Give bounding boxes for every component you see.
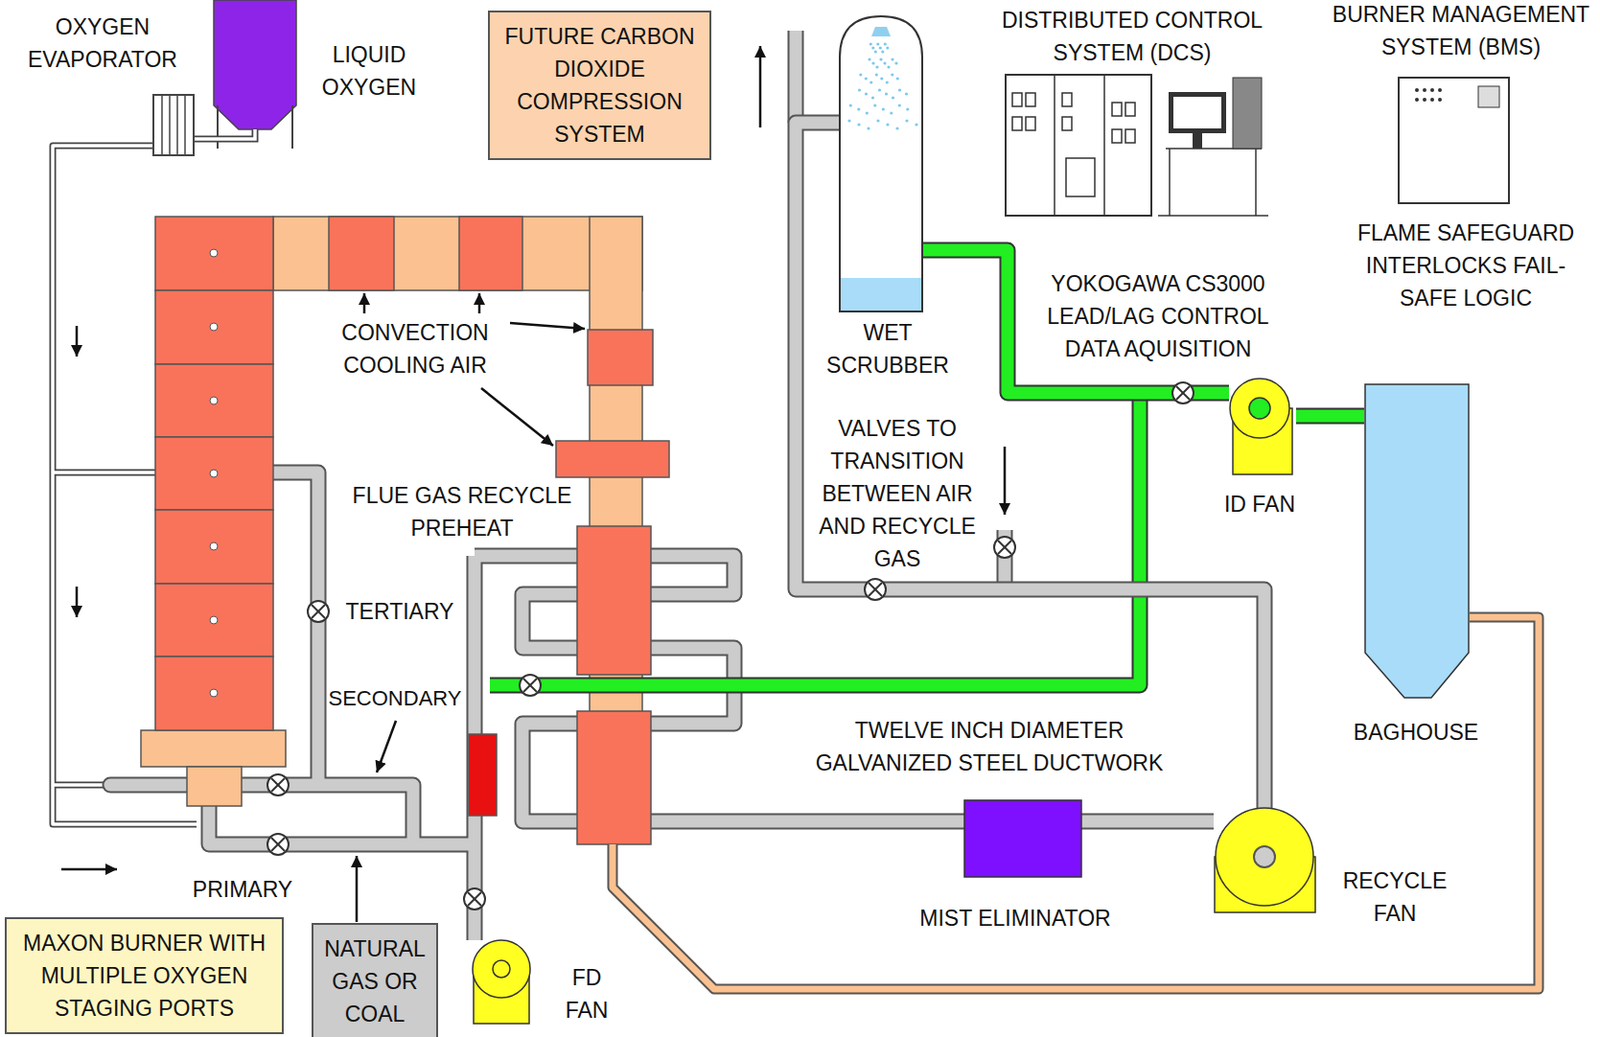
valve-symbol [267, 774, 289, 796]
valve-symbol [307, 601, 329, 623]
dcs-shape [1004, 73, 1269, 218]
component-label: BURNER MANAGEMENT SYSTEM (BMS) [1324, 0, 1599, 64]
component-note: YOKOGAWA CS3000 LEAD/LAG CONTROL DATA AQ… [1043, 267, 1274, 366]
baghouse-shape [1364, 383, 1470, 700]
duct-connector [1296, 416, 1365, 418]
annotation-label: TERTIARY [332, 595, 467, 628]
annotation-label: CONVECTION COOLING AIR [319, 316, 511, 382]
scrubber-shape [838, 15, 924, 312]
duct-connector [1081, 821, 1214, 823]
component-label: BAGHOUSE [1334, 716, 1498, 749]
system-box: FUTURE CARBON DIOXIDE COMPRESSION SYSTEM [487, 10, 712, 161]
baghouse-vessel: BAGHOUSE [1364, 383, 1470, 700]
wet-scrubber: WET SCRUBBER [838, 15, 924, 312]
component-label: MIST ELIMINATOR [919, 902, 1112, 935]
mist-shape [964, 800, 1082, 878]
mist-eliminator: MIST ELIMINATOR [964, 800, 1082, 878]
burner-box: MAXON BURNER WITH MULTIPLE OXYGEN STAGIN… [4, 917, 284, 1035]
component-label: NATURAL GAS OR COAL [321, 932, 429, 1031]
tank-shape [213, 0, 297, 149]
fan-symbol: RECYCLE FAN [1213, 808, 1317, 914]
valve-symbol [463, 888, 486, 910]
valve-symbol [994, 536, 1016, 558]
liquid-oxygen-tank: LIQUID OXYGEN [213, 0, 297, 149]
component-label: LIQUID OXYGEN [297, 38, 441, 104]
oxygen-evaporator: OXYGEN EVAPORATOR [153, 94, 194, 156]
valve-symbol [864, 579, 886, 601]
annotation-label: SECONDARY [318, 682, 472, 716]
annotation-label: PRIMARY [175, 873, 310, 906]
fan-symbol: FD FAN [472, 938, 531, 1025]
fan-symbol: ID FAN [1228, 379, 1297, 476]
idfan-shape [1228, 379, 1297, 476]
fuel-box: NATURAL GAS OR COAL [311, 923, 439, 1037]
fd-shape [472, 938, 531, 1025]
control-cabinet: DISTRIBUTED CONTROL SYSTEM (DCS)YOKOGAWA… [1004, 73, 1269, 218]
component-label: WET SCRUBBER [806, 316, 970, 382]
evap-shape [153, 94, 194, 156]
valve-symbol [519, 674, 541, 696]
annotation-label: VALVES TO TRANSITION BETWEEN AIR AND REC… [809, 412, 987, 576]
recycle-shape [1213, 808, 1317, 914]
component-label: FUTURE CARBON DIOXIDE COMPRESSION SYSTEM [497, 20, 702, 151]
control-panel: BURNER MANAGEMENT SYSTEM (BMS)FLAME SAFE… [1397, 76, 1510, 205]
annotation-label: TWELVE INCH DIAMETER GALVANIZED STEEL DU… [797, 714, 1182, 780]
component-label: RECYCLE FAN [1322, 864, 1467, 930]
component-label: OXYGEN EVAPORATOR [6, 10, 199, 76]
duct-connector [193, 139, 214, 140]
bms-shape [1397, 76, 1510, 205]
component-label: DISTRIBUTED CONTROL SYSTEM (DCS) [993, 3, 1272, 70]
component-note: FLAME SAFEGUARD INTERLOCKS FAIL-SAFE LOG… [1350, 216, 1581, 315]
valve-symbol [1172, 382, 1194, 404]
component-label: ID FAN [1202, 487, 1318, 521]
valve-symbol [267, 834, 289, 856]
component-label: MAXON BURNER WITH MULTIPLE OXYGEN STAGIN… [14, 927, 275, 1025]
annotation-label: FLUE GAS RECYCLE PREHEAT [337, 479, 587, 545]
component-label: FD FAN [548, 961, 626, 1027]
